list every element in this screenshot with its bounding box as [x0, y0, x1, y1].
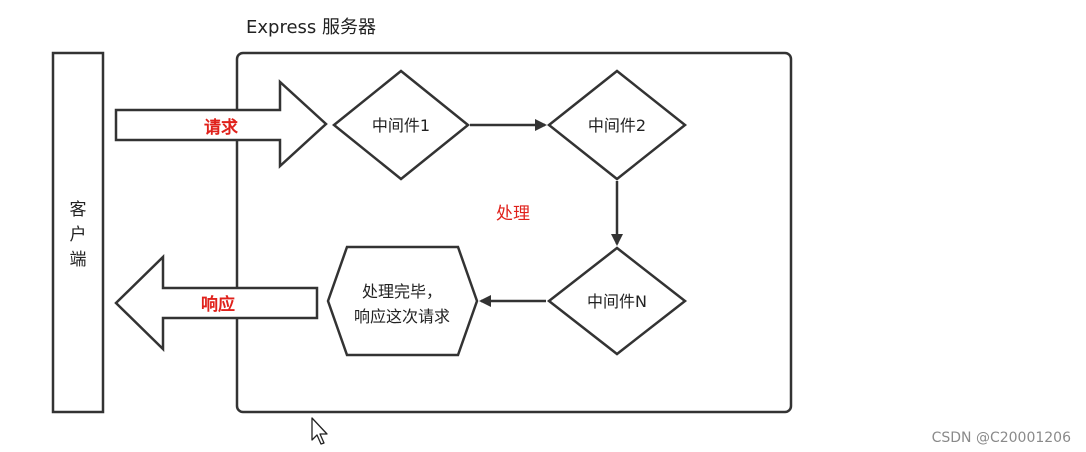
request-arrow	[114, 79, 328, 169]
response-arrow	[114, 254, 319, 352]
server-title: Express 服务器	[246, 17, 376, 38]
processing-label: 处理	[496, 204, 530, 224]
middlewareN-node	[546, 246, 688, 356]
middleware1-label: 中间件1	[372, 116, 430, 135]
mouse-cursor-icon	[311, 417, 328, 445]
response-label: 响应	[201, 294, 235, 315]
client-label-1: 客	[70, 200, 87, 220]
client-label-3: 端	[70, 250, 87, 270]
middlewareN-label: 中间件N	[587, 292, 647, 311]
middleware2-label: 中间件2	[588, 116, 646, 135]
server-container	[235, 51, 793, 414]
done-label-1: 处理完毕，	[362, 282, 442, 301]
watermark: CSDN @C20001206	[932, 430, 1071, 446]
done-node	[326, 245, 479, 357]
middleware1-node	[332, 69, 470, 181]
request-label: 请求	[204, 117, 238, 138]
client-box	[51, 51, 105, 414]
done-label-2: 响应这次请求	[354, 307, 450, 326]
client-label-2: 户	[70, 225, 87, 245]
middleware2-node	[546, 69, 688, 181]
